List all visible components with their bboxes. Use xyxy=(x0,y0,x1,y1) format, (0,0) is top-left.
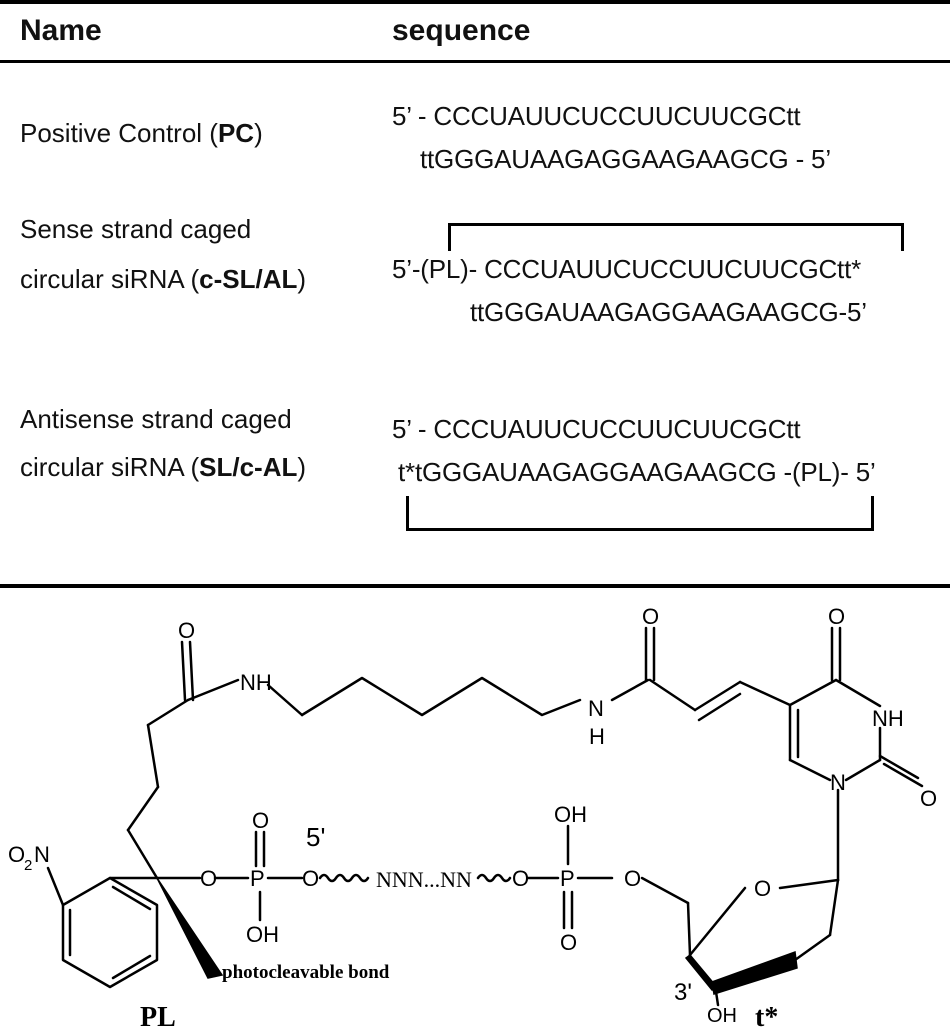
row-csl-cage-bracket xyxy=(448,223,904,251)
row-csl-name-line1: Sense strand caged xyxy=(20,214,252,244)
table-top-rule xyxy=(0,0,950,4)
row-cal-name-line2: circular siRNA (SL/c-AL) xyxy=(20,452,307,482)
amide1-oxygen: O xyxy=(178,618,195,643)
oligo-placeholder: NNN...NN xyxy=(376,867,472,892)
phosphorus-1: P xyxy=(250,866,265,891)
amide2-oxygen: O xyxy=(642,604,659,629)
ester-oxygen: O xyxy=(200,866,217,891)
amide1-nh: NH xyxy=(240,670,272,695)
phosphorus-2: P xyxy=(560,866,575,891)
photocleavable-bond-label: photocleavable bond xyxy=(222,962,390,983)
sugar-ring-oxygen: O xyxy=(754,876,771,901)
uracil-nh: NH xyxy=(872,706,904,731)
uracil-right-oxygen: O xyxy=(920,786,937,811)
phosphate2-right-oxygen: O xyxy=(624,866,641,891)
csl-abbrev: c-SL/AL xyxy=(199,264,298,294)
uracil-n1: N xyxy=(830,770,846,795)
row-cal-cage-bracket xyxy=(406,496,874,531)
five-prime-label: 5' xyxy=(306,822,325,852)
phosphate2-left-oxygen: O xyxy=(512,866,529,891)
column-header-name: Name xyxy=(20,14,102,47)
row-cal-seq-antisense: t*tGGGAUAAGAGGAAGAAGCG -(PL)- 5’ xyxy=(398,457,876,487)
phosphate1-oh: OH xyxy=(246,922,279,947)
amide2-n: N xyxy=(588,696,604,721)
row-cal-seq-sense: 5’ - CCCUAUUCUCCUUCUUCGCtt xyxy=(392,414,801,444)
phosphate2-bottom-oxygen: O xyxy=(560,930,577,955)
pl-label: PL xyxy=(140,1002,176,1029)
row-csl-name-line2: circular siRNA (c-SL/AL) xyxy=(20,264,307,294)
nitro-n: N xyxy=(34,842,50,867)
tstar-label: t* xyxy=(755,1002,778,1029)
row-pc-seq-sense: 5’ - CCCUAUUCUCCUUCUUCGCtt xyxy=(392,101,801,131)
nitro-subscript: 2 xyxy=(24,857,32,874)
phosphate1-top-oxygen: O xyxy=(252,808,269,833)
row-pc-seq-antisense: ttGGGAUAAGAGGAAGAAGCG - 5’ xyxy=(420,144,831,174)
row-pc-name: Positive Control (PC) xyxy=(20,118,263,148)
row-cal-name-line1: Antisense strand caged xyxy=(20,404,292,434)
three-prime-label: 3' xyxy=(674,979,692,1006)
cal-abbrev: SL/c-AL xyxy=(199,452,298,482)
section-divider-rule xyxy=(0,584,950,588)
pc-abbrev: PC xyxy=(217,118,255,148)
uracil-top-oxygen: O xyxy=(828,604,845,629)
amide2-h: H xyxy=(589,724,605,749)
three-prime-oh: OH xyxy=(707,1005,737,1027)
phosphate1-right-oxygen: O xyxy=(302,866,319,891)
row-csl-seq-antisense: ttGGGAUAAGAGGAAGAAGCG-5’ xyxy=(470,297,867,327)
row-csl-seq-sense: 5’-(PL)- CCCUAUUCUCCUUCUUCGCtt* xyxy=(392,254,862,284)
table-header-rule xyxy=(0,60,950,63)
nitro-o: O xyxy=(8,842,25,867)
phosphate2-oh: OH xyxy=(554,802,587,827)
column-header-sequence: sequence xyxy=(392,14,531,47)
